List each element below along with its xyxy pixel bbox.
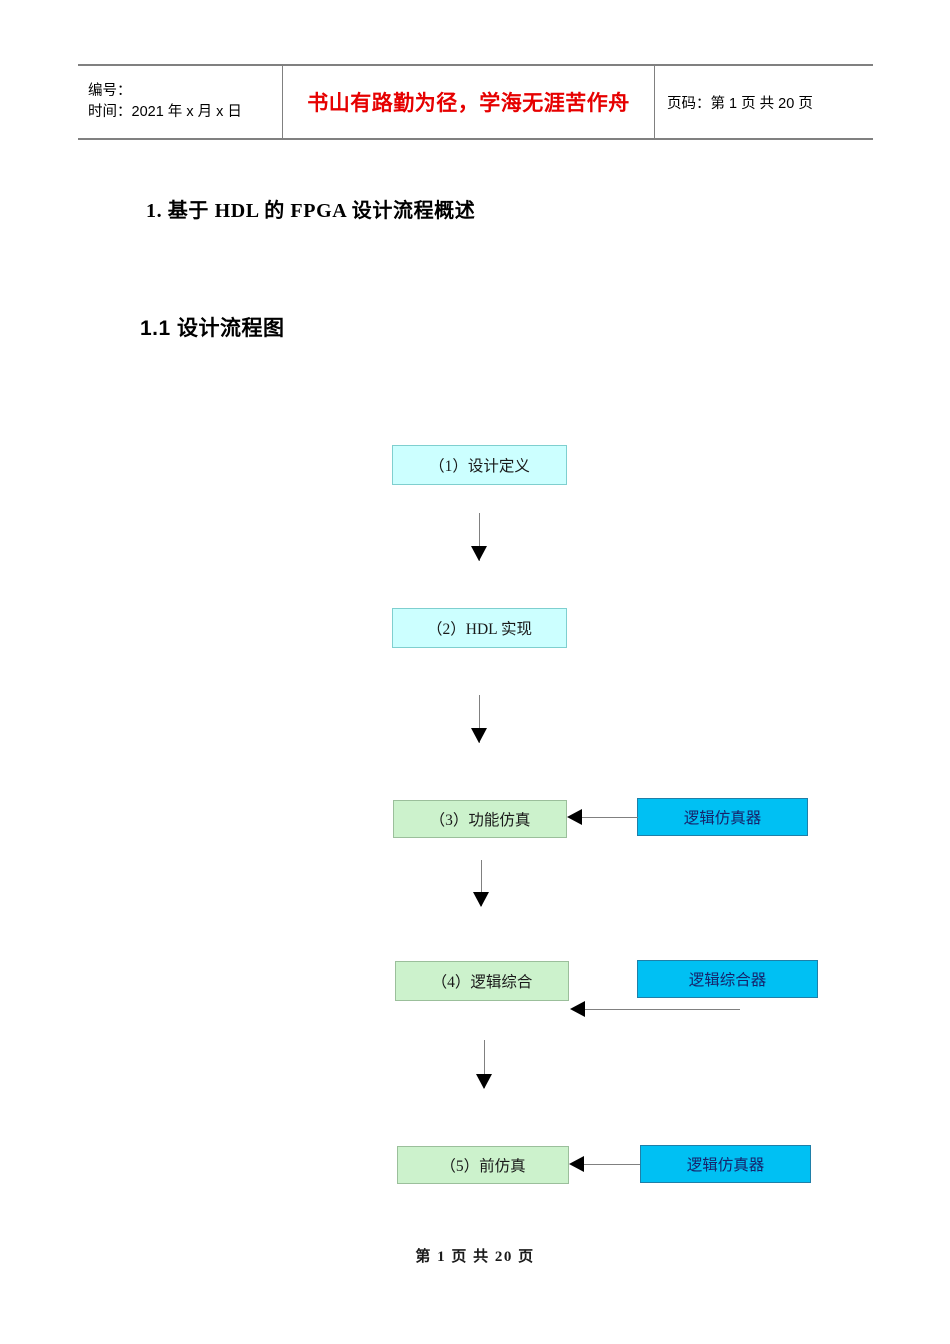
flow-connector-1-2	[479, 513, 480, 561]
flow-arrowhead-4-5-icon	[476, 1074, 492, 1089]
flow-node-tool-1-label: 逻辑仿真器	[683, 810, 762, 827]
flow-node-step-2[interactable]: （2）HDL 实现	[392, 608, 567, 648]
flow-arrowhead-tool3-step5-icon	[569, 1156, 584, 1172]
page-title: 1. 基于 HDL 的 FPGA 设计流程概述	[146, 200, 476, 222]
flow-node-tool-logic-synthesizer[interactable]: 逻辑综合器	[637, 960, 818, 998]
flow-arrowhead-tool2-step4-icon	[570, 1001, 585, 1017]
header-id-label: 编号：	[88, 83, 132, 99]
flow-node-tool-logic-simulator-2[interactable]: 逻辑仿真器	[640, 1145, 811, 1183]
flow-arrowhead-3-4-icon	[473, 892, 489, 907]
flow-node-step-2-label: （2）HDL 实现	[427, 621, 532, 638]
flow-arrowhead-2-3-icon	[471, 728, 487, 743]
flow-connector-tool1-step3	[582, 817, 638, 818]
flow-node-tool-2-label: 逻辑综合器	[688, 972, 767, 989]
flow-connector-2-3	[479, 695, 480, 743]
flow-node-tool-logic-simulator-1[interactable]: 逻辑仿真器	[637, 798, 808, 836]
header-cell-id-time: 编号： 时间：2021 年 x 月 x 日	[78, 66, 283, 138]
flow-node-step-4-label: （4）逻辑综合	[431, 974, 533, 991]
header-slogan: 书山有路勤为径，学海无涯苦作舟	[307, 91, 630, 115]
page-footer: 第 1 页 共 20 页	[415, 1249, 535, 1265]
flow-node-step-3[interactable]: （3）功能仿真	[393, 800, 567, 838]
flow-connector-3-4	[481, 860, 482, 906]
flow-node-tool-3-label: 逻辑仿真器	[686, 1157, 765, 1174]
flow-node-step-5-label: （5）前仿真	[440, 1158, 526, 1175]
flow-arrowhead-1-2-icon	[471, 546, 487, 561]
header-cell-page: 页码：第 1 页 共 20 页	[655, 66, 873, 138]
flow-connector-tool3-step5	[584, 1164, 640, 1165]
flow-node-step-5[interactable]: （5）前仿真	[397, 1146, 569, 1184]
flow-arrowhead-tool1-step3-icon	[567, 809, 582, 825]
document-header-table: 编号： 时间：2021 年 x 月 x 日 书山有路勤为径，学海无涯苦作舟 页码…	[78, 64, 873, 140]
header-cell-slogan: 书山有路勤为径，学海无涯苦作舟	[283, 66, 655, 138]
flow-node-step-4[interactable]: （4）逻辑综合	[395, 961, 569, 1001]
header-page-label: 页码：第 1 页 共 20 页	[667, 95, 813, 112]
flow-connector-tool2-step4	[585, 1009, 740, 1010]
flow-node-step-1-label: （1）设计定义	[429, 458, 530, 475]
flow-node-step-1[interactable]: （1）设计定义	[392, 445, 567, 485]
flow-node-step-3-label: （3）功能仿真	[429, 812, 531, 829]
flow-connector-4-5	[484, 1040, 485, 1088]
section-heading-1-1: 1.1 设计流程图	[140, 317, 285, 340]
header-time-label: 时间：2021 年 x 月 x 日	[88, 104, 242, 120]
